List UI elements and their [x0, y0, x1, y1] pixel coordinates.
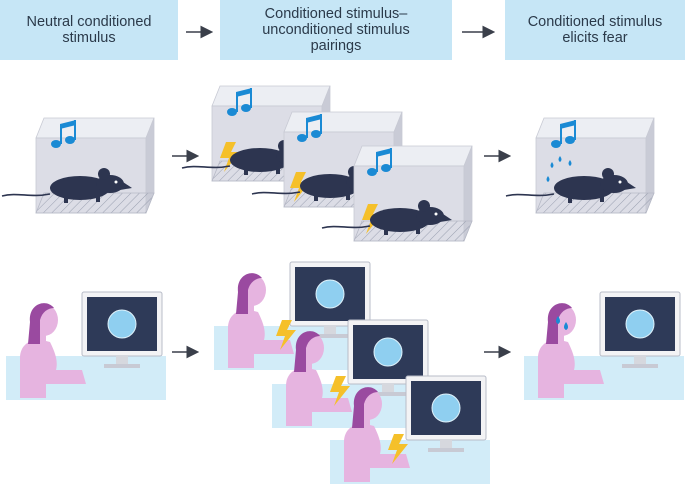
person-station-fear [523, 291, 685, 401]
header-pairing-line3: pairings [310, 38, 362, 54]
header-pairing-line1: Conditioned stimulus– [264, 6, 408, 22]
header-neutral-line2: stimulus [62, 30, 116, 46]
header-pairing-line2: unconditioned stimulus [262, 22, 410, 38]
tear-drop-icon [556, 316, 568, 330]
person-station-neutral [5, 291, 167, 401]
header-elicits-line1: Conditioned stimulus [527, 14, 663, 30]
header-elicits-line2: elicits fear [562, 30, 628, 46]
tear-drop-icon [546, 156, 572, 182]
header-neutral-line1: Neutral conditioned [26, 14, 152, 30]
header-pairings: Conditioned stimulus–unconditioned stimu… [220, 0, 452, 60]
cage-neutral [35, 117, 155, 214]
